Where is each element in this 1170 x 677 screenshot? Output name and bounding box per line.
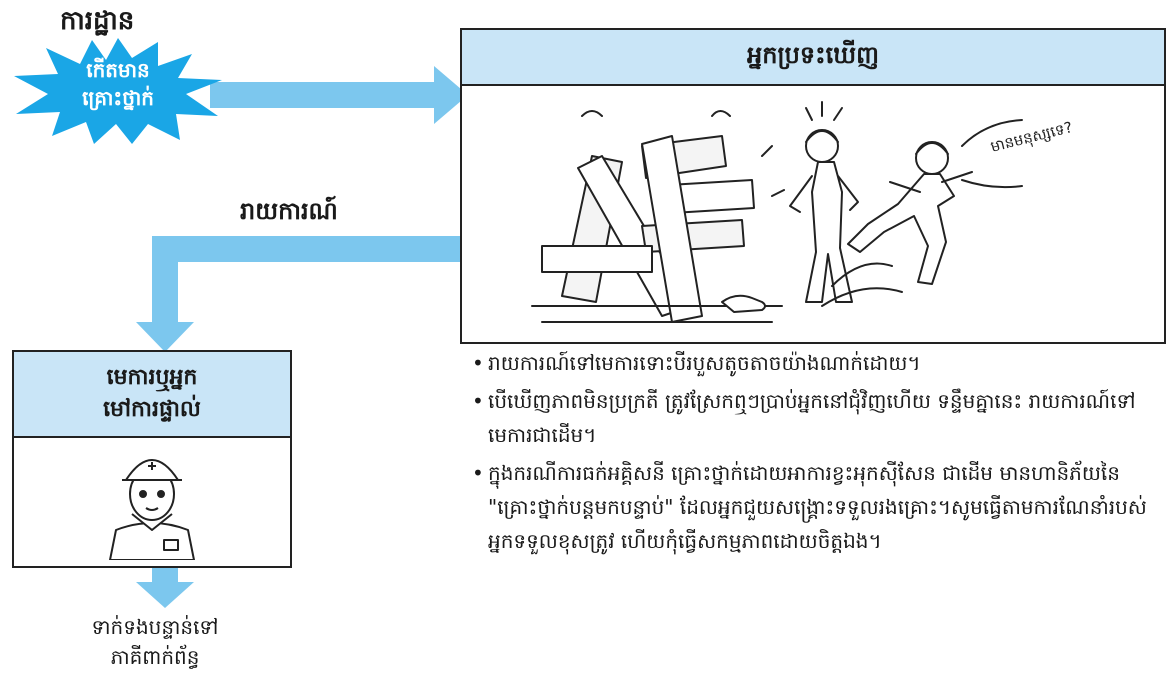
supervisor-line1: មេការឬអ្នក (106, 365, 198, 390)
report-label: រាយការណ៍ (240, 197, 338, 225)
instruction-list: រាយការណ៍ទៅមេការទោះបីរបួសតូចតាចយ៉ាងណាក់ដោ… (472, 346, 1170, 562)
contact-arrow-head (136, 582, 194, 608)
discoverer-panel: អ្នកប្រទះឃើញ (460, 28, 1166, 344)
instruction-item: រាយការណ៍ទៅមេការទោះបីរបួសតូចតាចយ៉ាងណាក់ដោ… (472, 346, 1170, 380)
accident-burst-icon (14, 38, 222, 144)
trapped-person-icon (721, 294, 766, 313)
report-arrow-head (136, 322, 194, 352)
contact-text: ទាក់ទងបន្ទាន់ទៅ ភាគីពាក់ព័ន្ធ (40, 612, 270, 672)
contact-line1: ទាក់ទងបន្ទាន់ទៅ (91, 615, 219, 639)
collapsed-lumber-icon (531, 110, 785, 323)
supervisor-panel: មេការឬអ្នក មៅការផ្ទាល់ (12, 350, 292, 568)
report-arrow-horizontal (152, 236, 462, 262)
supervisor-title: មេការឬអ្នក មៅការផ្ទាល់ (14, 352, 290, 438)
arrow-to-discoverer (210, 82, 436, 108)
supervisor-line2: មៅការផ្ទាល់ (103, 397, 201, 422)
discoverer-title: អ្នកប្រទះឃើញ (462, 30, 1164, 86)
accident-scene-illustration: មានមនុស្សទេ? (531, 101, 1075, 323)
instruction-item: ក្នុងករណីការធក់អគ្គិសនី គ្រោះថ្នាក់ដោយអា… (472, 456, 1170, 558)
accident-line1: កើតមាន (86, 58, 150, 82)
shocked-worker-icon (789, 101, 859, 303)
instruction-item: បើឃើញភាពមិនប្រក្រតី ត្រូវស្រែកឮៗប្រាប់អ្… (472, 384, 1170, 452)
accident-burst-label: កើតមាន គ្រោះថ្នាក់ (48, 56, 188, 112)
report-arrow-vertical (152, 236, 178, 326)
contact-line2: ភាគីពាក់ព័ន្ធ (110, 645, 200, 669)
site-label: ការដ្ឋាន (60, 6, 135, 36)
running-worker-icon (821, 141, 973, 307)
supervisor-icon (109, 459, 195, 560)
accident-line2: គ្រោះថ្នាក់ (82, 86, 154, 110)
